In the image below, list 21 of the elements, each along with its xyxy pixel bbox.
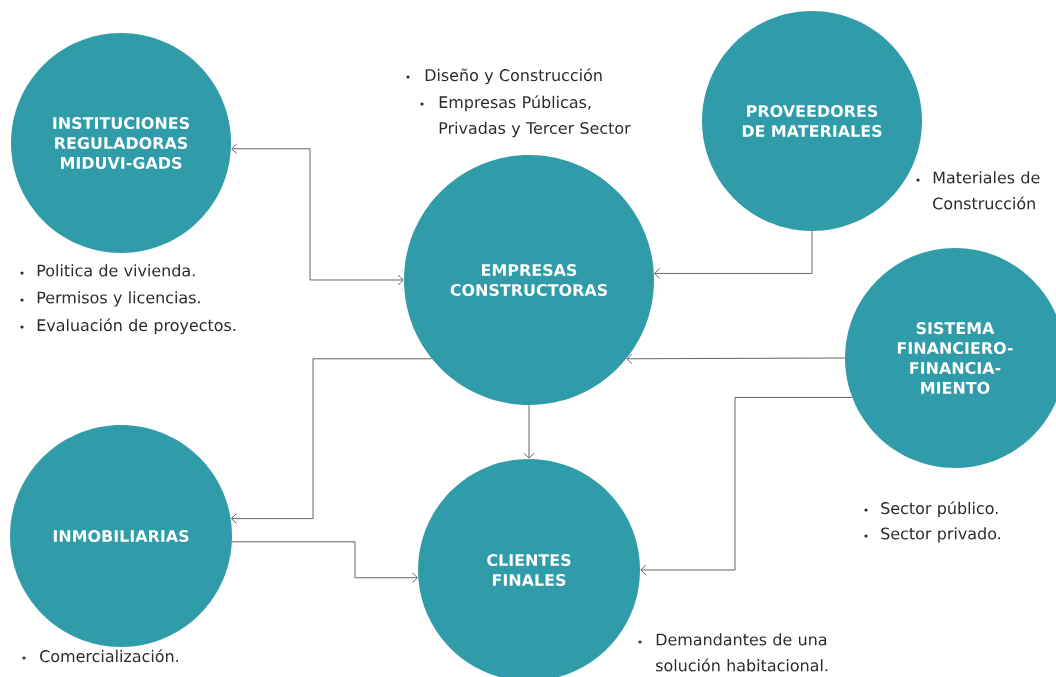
bullet-text: Sector público. [881, 501, 998, 518]
arrow [523, 404, 535, 459]
arrow [640, 397, 853, 576]
arrow [626, 353, 846, 365]
arrow [231, 541, 418, 584]
arrow [231, 358, 433, 525]
circle-node: INMOBILIARIAS [10, 425, 232, 647]
circle-node: PROVEEDORES DE MATERIALES [702, 11, 922, 231]
arrow [654, 230, 813, 279]
bullet-text: Diseño y Construcción [425, 68, 602, 85]
circle-node: EMPRESAS CONSTRUCTORAS [404, 155, 654, 405]
arrow [231, 143, 404, 286]
bullet-text: Empresas Públicas, Privadas y Tercer Sector [439, 95, 631, 138]
bullet-text: Demandantes de una solución habitacional. [656, 633, 828, 672]
bullet-text: Evaluación de proyectos. [37, 318, 236, 335]
circle-node: INSTITUCIONES REGULADORAS MIDUVI-GADS [11, 33, 231, 253]
bullet-text: Sector privado. [881, 527, 1000, 543]
bullet-text: Politica de vivienda. [37, 264, 195, 277]
bullet-text: Comercialización. [40, 649, 178, 663]
bullet-text: Materiales de Construcción [933, 171, 1040, 210]
bullet-text: Permisos y licencias. [37, 291, 200, 307]
